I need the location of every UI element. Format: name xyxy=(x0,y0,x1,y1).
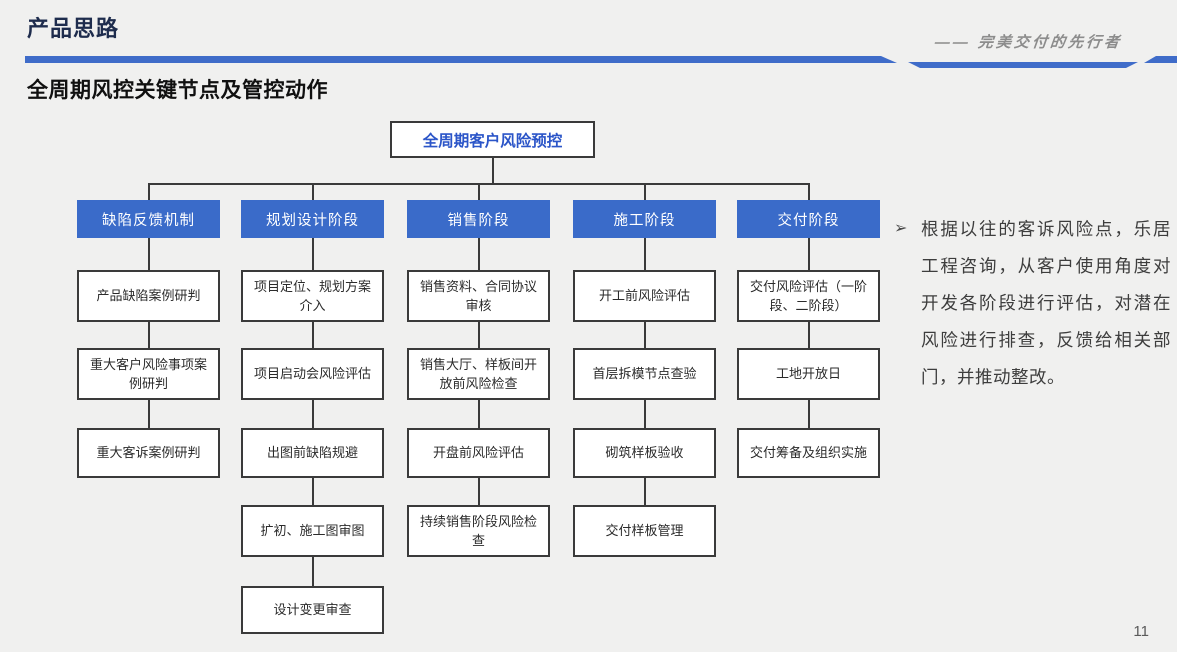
flow-node: 持续销售阶段风险检查 xyxy=(407,505,550,557)
flow-node: 首层拆模节点查验 xyxy=(573,348,716,400)
flow-node: 扩初、施工图审图 xyxy=(241,505,384,557)
page-title: 产品思路 xyxy=(27,16,120,41)
flow-node: 销售大厅、样板间开放前风险检查 xyxy=(407,348,550,400)
flow-node: 交付风险评估（一阶段、二阶段） xyxy=(737,270,880,322)
page-number: 11 xyxy=(1133,623,1149,640)
divider-bar-right xyxy=(1144,56,1177,63)
note-text: 根据以往的客诉风险点，乐居工程咨询，从客户使用角度对开发各阶段进行评估，对潜在风… xyxy=(921,219,1171,387)
flow-node: 设计变更审查 xyxy=(241,586,384,634)
flow-node: 重大客户风险事项案例研判 xyxy=(77,348,220,400)
divider-bar-lower xyxy=(908,62,1138,68)
flow-node: 项目定位、规划方案介入 xyxy=(241,270,384,322)
flow-node: 开盘前风险评估 xyxy=(407,428,550,478)
stage-header-defect-feedback: 缺陷反馈机制 xyxy=(77,200,220,238)
flow-node: 重大客诉案例研判 xyxy=(77,428,220,478)
stage-header-delivery: 交付阶段 xyxy=(737,200,880,238)
flow-node: 产品缺陷案例研判 xyxy=(77,270,220,322)
company-tagline: —— 完美交付的先行者 xyxy=(933,34,1123,51)
stage-header-sales: 销售阶段 xyxy=(407,200,550,238)
flow-node: 交付样板管理 xyxy=(573,505,716,557)
flow-node: 开工前风险评估 xyxy=(573,270,716,322)
connector-root-stub xyxy=(492,158,494,184)
flow-node: 交付筹备及组织实施 xyxy=(737,428,880,478)
flow-node: 工地开放日 xyxy=(737,348,880,400)
flow-node: 出图前缺陷规避 xyxy=(241,428,384,478)
stage-header-construction: 施工阶段 xyxy=(573,200,716,238)
flow-root-node: 全周期客户风险预控 xyxy=(390,121,595,158)
divider-bar-main xyxy=(25,56,897,63)
flow-node: 项目启动会风险评估 xyxy=(241,348,384,400)
note-bullet-arrow-icon: ➢ xyxy=(894,220,908,237)
slide-subtitle: 全周期风控关键节点及管控动作 xyxy=(27,79,328,102)
stage-header-planning-design: 规划设计阶段 xyxy=(241,200,384,238)
flow-node: 砌筑样板验收 xyxy=(573,428,716,478)
flow-node: 销售资料、合同协议审核 xyxy=(407,270,550,322)
